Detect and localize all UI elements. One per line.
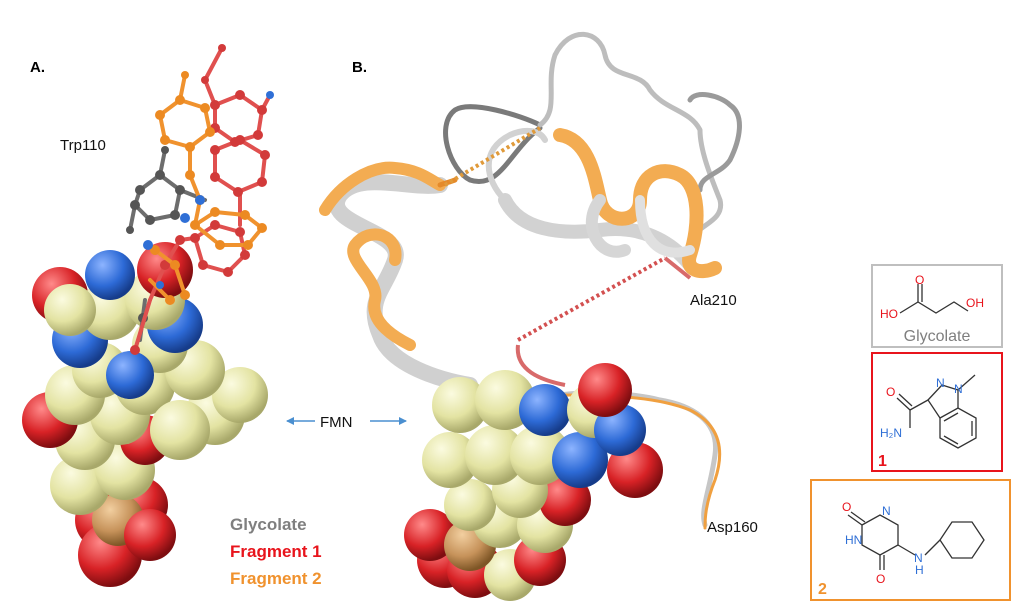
- red-loop-segment: [515, 344, 566, 387]
- ligands-ball-stick-a: [126, 44, 274, 355]
- dotted-gap-orange: [443, 126, 542, 187]
- panel-letter-a: A.: [30, 59, 45, 76]
- label-ala210: Ala210: [690, 292, 737, 309]
- fragment2-n-label: N: [882, 504, 891, 518]
- fragment2-hn-label: HN: [845, 533, 862, 547]
- label-asp160: Asp160: [707, 519, 758, 536]
- fmn-spacefill-a: [22, 242, 268, 587]
- fragment2-number: 2: [818, 581, 827, 598]
- fragment2-nh-label: N: [914, 551, 923, 565]
- fragment1-structure-box: O H₂N N N 1: [871, 352, 1003, 472]
- legend-fragment1: Fragment 1: [230, 542, 322, 561]
- fragment1-n1-label: N: [936, 376, 945, 390]
- glycolate-oh-label: OH: [966, 296, 984, 310]
- label-fmn: FMN: [320, 414, 353, 431]
- glycolate-caption: Glycolate: [904, 328, 971, 345]
- dotted-gap-red: [517, 256, 666, 342]
- panel-letter-b: B.: [352, 59, 367, 76]
- fragment2-o1-label: O: [842, 500, 851, 514]
- protein-ribbon-orange: [319, 128, 722, 530]
- fragment2-structure-box: O O N HN N H 2: [810, 479, 1011, 601]
- glycolate-structure-box: HO OH O Glycolate: [871, 264, 1003, 348]
- fragment2-h-label: H: [915, 563, 924, 577]
- fragment1-number: 1: [878, 453, 887, 470]
- legend-fragment2: Fragment 2: [230, 569, 322, 588]
- legend-glycolate: Glycolate: [230, 515, 307, 534]
- fragment2-o2-label: O: [876, 572, 885, 586]
- label-trp110: Trp110: [60, 137, 106, 154]
- fragment1-n2-label: N: [954, 382, 963, 396]
- fragment1-o-label: O: [886, 385, 895, 399]
- glycolate-ho-label: HO: [880, 307, 898, 321]
- fragment1-h2n-label: H₂N: [880, 426, 902, 440]
- fmn-spacefill-b: [404, 363, 663, 601]
- glycolate-o-label: O: [915, 273, 924, 287]
- red-loop-end: [663, 256, 692, 280]
